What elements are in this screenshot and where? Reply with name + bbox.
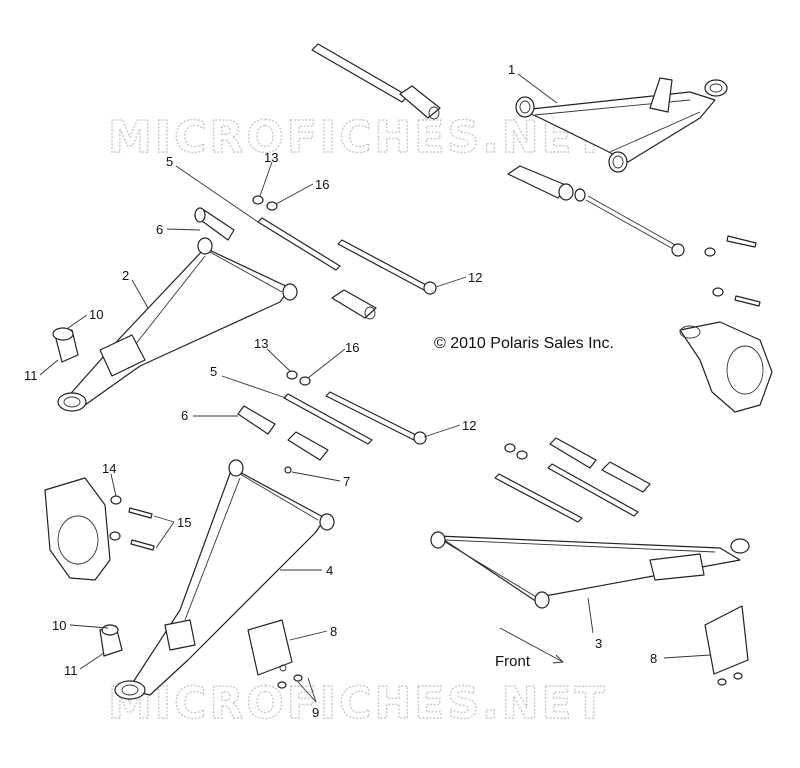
callout-10-lower: 10 xyxy=(52,618,66,633)
callout-3: 3 xyxy=(595,636,602,651)
pivot-shafts-upper xyxy=(257,217,437,320)
callout-7: 7 xyxy=(343,474,350,489)
callout-6-upper: 6 xyxy=(156,222,163,237)
a-arm-upper-left xyxy=(57,237,298,412)
callout-8-right: 8 xyxy=(650,651,657,666)
ball-joint-lower-left xyxy=(99,624,123,657)
front-direction-label: Front xyxy=(495,653,531,670)
callout-4: 4 xyxy=(326,563,333,578)
front-arrow-icon xyxy=(499,627,564,664)
callout-12-lower: 12 xyxy=(462,418,476,433)
a-arm-lower-left xyxy=(114,459,335,700)
callout-1: 1 xyxy=(508,62,515,77)
guard-plate-right xyxy=(704,605,749,686)
callout-8-left: 8 xyxy=(330,624,337,639)
bushing-bolt-right xyxy=(507,165,761,307)
callout-16-lower: 16 xyxy=(345,340,359,355)
callout-11-upper: 11 xyxy=(24,368,38,383)
callout-10-upper: 10 xyxy=(89,307,103,322)
pivot-tube-top xyxy=(311,43,441,120)
pivot-shafts-lower xyxy=(237,370,427,474)
pivot-shafts-lower-right xyxy=(494,437,651,523)
callout-5-lower: 5 xyxy=(210,364,217,379)
callout-14: 14 xyxy=(102,461,116,476)
guard-plate-left xyxy=(247,619,303,689)
fasteners-left xyxy=(109,495,155,551)
callout-5-upper: 5 xyxy=(166,154,173,169)
callout-9: 9 xyxy=(312,705,319,720)
copyright-notice: © 2010 Polaris Sales Inc. xyxy=(434,335,614,352)
a-arm-upper-right xyxy=(515,77,728,173)
bushing-upper xyxy=(194,207,235,241)
callout-16-upper: 16 xyxy=(315,177,329,192)
callouts: 1 2 3 4 5 5 6 6 7 8 8 9 10 10 11 11 12 xyxy=(24,62,711,720)
callout-13-lower: 13 xyxy=(254,336,268,351)
watermark-bottom: MICROFICHES.NET xyxy=(108,678,608,729)
spindle-knuckle-right xyxy=(679,321,773,413)
a-arm-lower-right xyxy=(430,531,750,609)
callout-6-lower: 6 xyxy=(181,408,188,423)
nut-washer-upper xyxy=(252,195,278,211)
callout-11-lower: 11 xyxy=(64,663,78,678)
watermark-top: MICROFICHES.NET xyxy=(108,112,608,163)
callout-15: 15 xyxy=(177,515,191,530)
callout-13-upper: 13 xyxy=(264,150,278,165)
callout-2: 2 xyxy=(122,268,129,283)
ball-joint-upper-left xyxy=(52,327,79,363)
spindle-knuckle-left xyxy=(44,477,111,581)
callout-12-upper: 12 xyxy=(468,270,482,285)
